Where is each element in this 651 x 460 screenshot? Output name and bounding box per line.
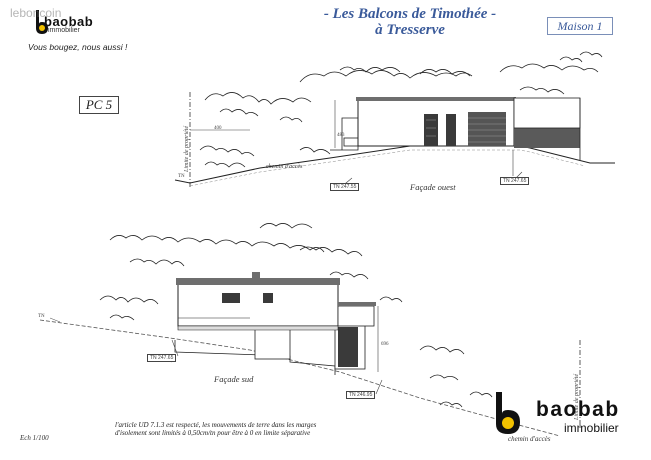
tn-label-ouest: TN bbox=[178, 174, 185, 179]
garage-door-ouest bbox=[468, 112, 506, 146]
plan-reference: PC 5 bbox=[79, 96, 119, 114]
width-dim-ouest: 400 bbox=[214, 126, 222, 131]
limit-label-ouest: Limite de propriété bbox=[184, 125, 190, 172]
brand-subtitle-top: immobilier bbox=[48, 27, 80, 34]
ground-line-sud bbox=[39, 319, 561, 437]
brand-subtitle-bottom: immobilier bbox=[564, 421, 619, 435]
door-ouest bbox=[424, 114, 438, 146]
title-line-2: à Tresserve bbox=[375, 22, 445, 38]
title-line-1: - Les Balcons de Timothée - bbox=[323, 6, 497, 22]
house-label: Maison 1 bbox=[547, 17, 613, 35]
house-volume-sud bbox=[177, 283, 339, 327]
facade-ouest-title: Façade ouest bbox=[410, 182, 456, 192]
facade-ouest-drawing bbox=[174, 51, 615, 189]
level-left-ouest: TN 247.55 bbox=[330, 183, 360, 191]
brand-slogan: Vous bougez, nous aussi ! bbox=[28, 42, 128, 52]
access-label-sud: chemin d'accès bbox=[508, 435, 551, 443]
window-ouest bbox=[446, 114, 456, 146]
height-dim-sud: 696 bbox=[381, 342, 389, 347]
brand-name-top: baobab bbox=[44, 14, 94, 29]
access-label-ouest: chemin d'accès bbox=[266, 164, 303, 170]
scale-label: Ech 1/100 bbox=[20, 434, 49, 442]
level-right-ouest: TN 247.65 bbox=[500, 177, 530, 185]
facade-sud-title: Façade sud bbox=[214, 374, 254, 384]
brand-name-bottom: baobab bbox=[536, 398, 620, 421]
baobab-logo-bottom bbox=[496, 392, 520, 434]
baobab-logo-top bbox=[36, 10, 48, 34]
ground-line-ouest bbox=[174, 145, 615, 184]
level-right-sud: TN 246.95 bbox=[346, 391, 376, 399]
vegetation-sud bbox=[99, 223, 493, 408]
window-sud-1 bbox=[222, 293, 240, 303]
watermark: leboncoin bbox=[10, 6, 62, 20]
regulation-note: l'article UD 7.1.3 est respecté, les mou… bbox=[115, 421, 317, 437]
annex-wall-ouest bbox=[514, 128, 580, 148]
roof-ouest bbox=[356, 97, 516, 101]
tn-label-sud: TN bbox=[38, 314, 45, 319]
level-left-sud: TN 247.65 bbox=[147, 354, 177, 362]
page-title: - Les Balcons de Timothée - à Tresserve bbox=[250, 6, 570, 38]
height-dim-ouest: 483 bbox=[337, 133, 345, 138]
roof-sud bbox=[176, 278, 340, 285]
window-sud-2 bbox=[263, 293, 273, 303]
vegetation-ouest bbox=[199, 51, 603, 168]
